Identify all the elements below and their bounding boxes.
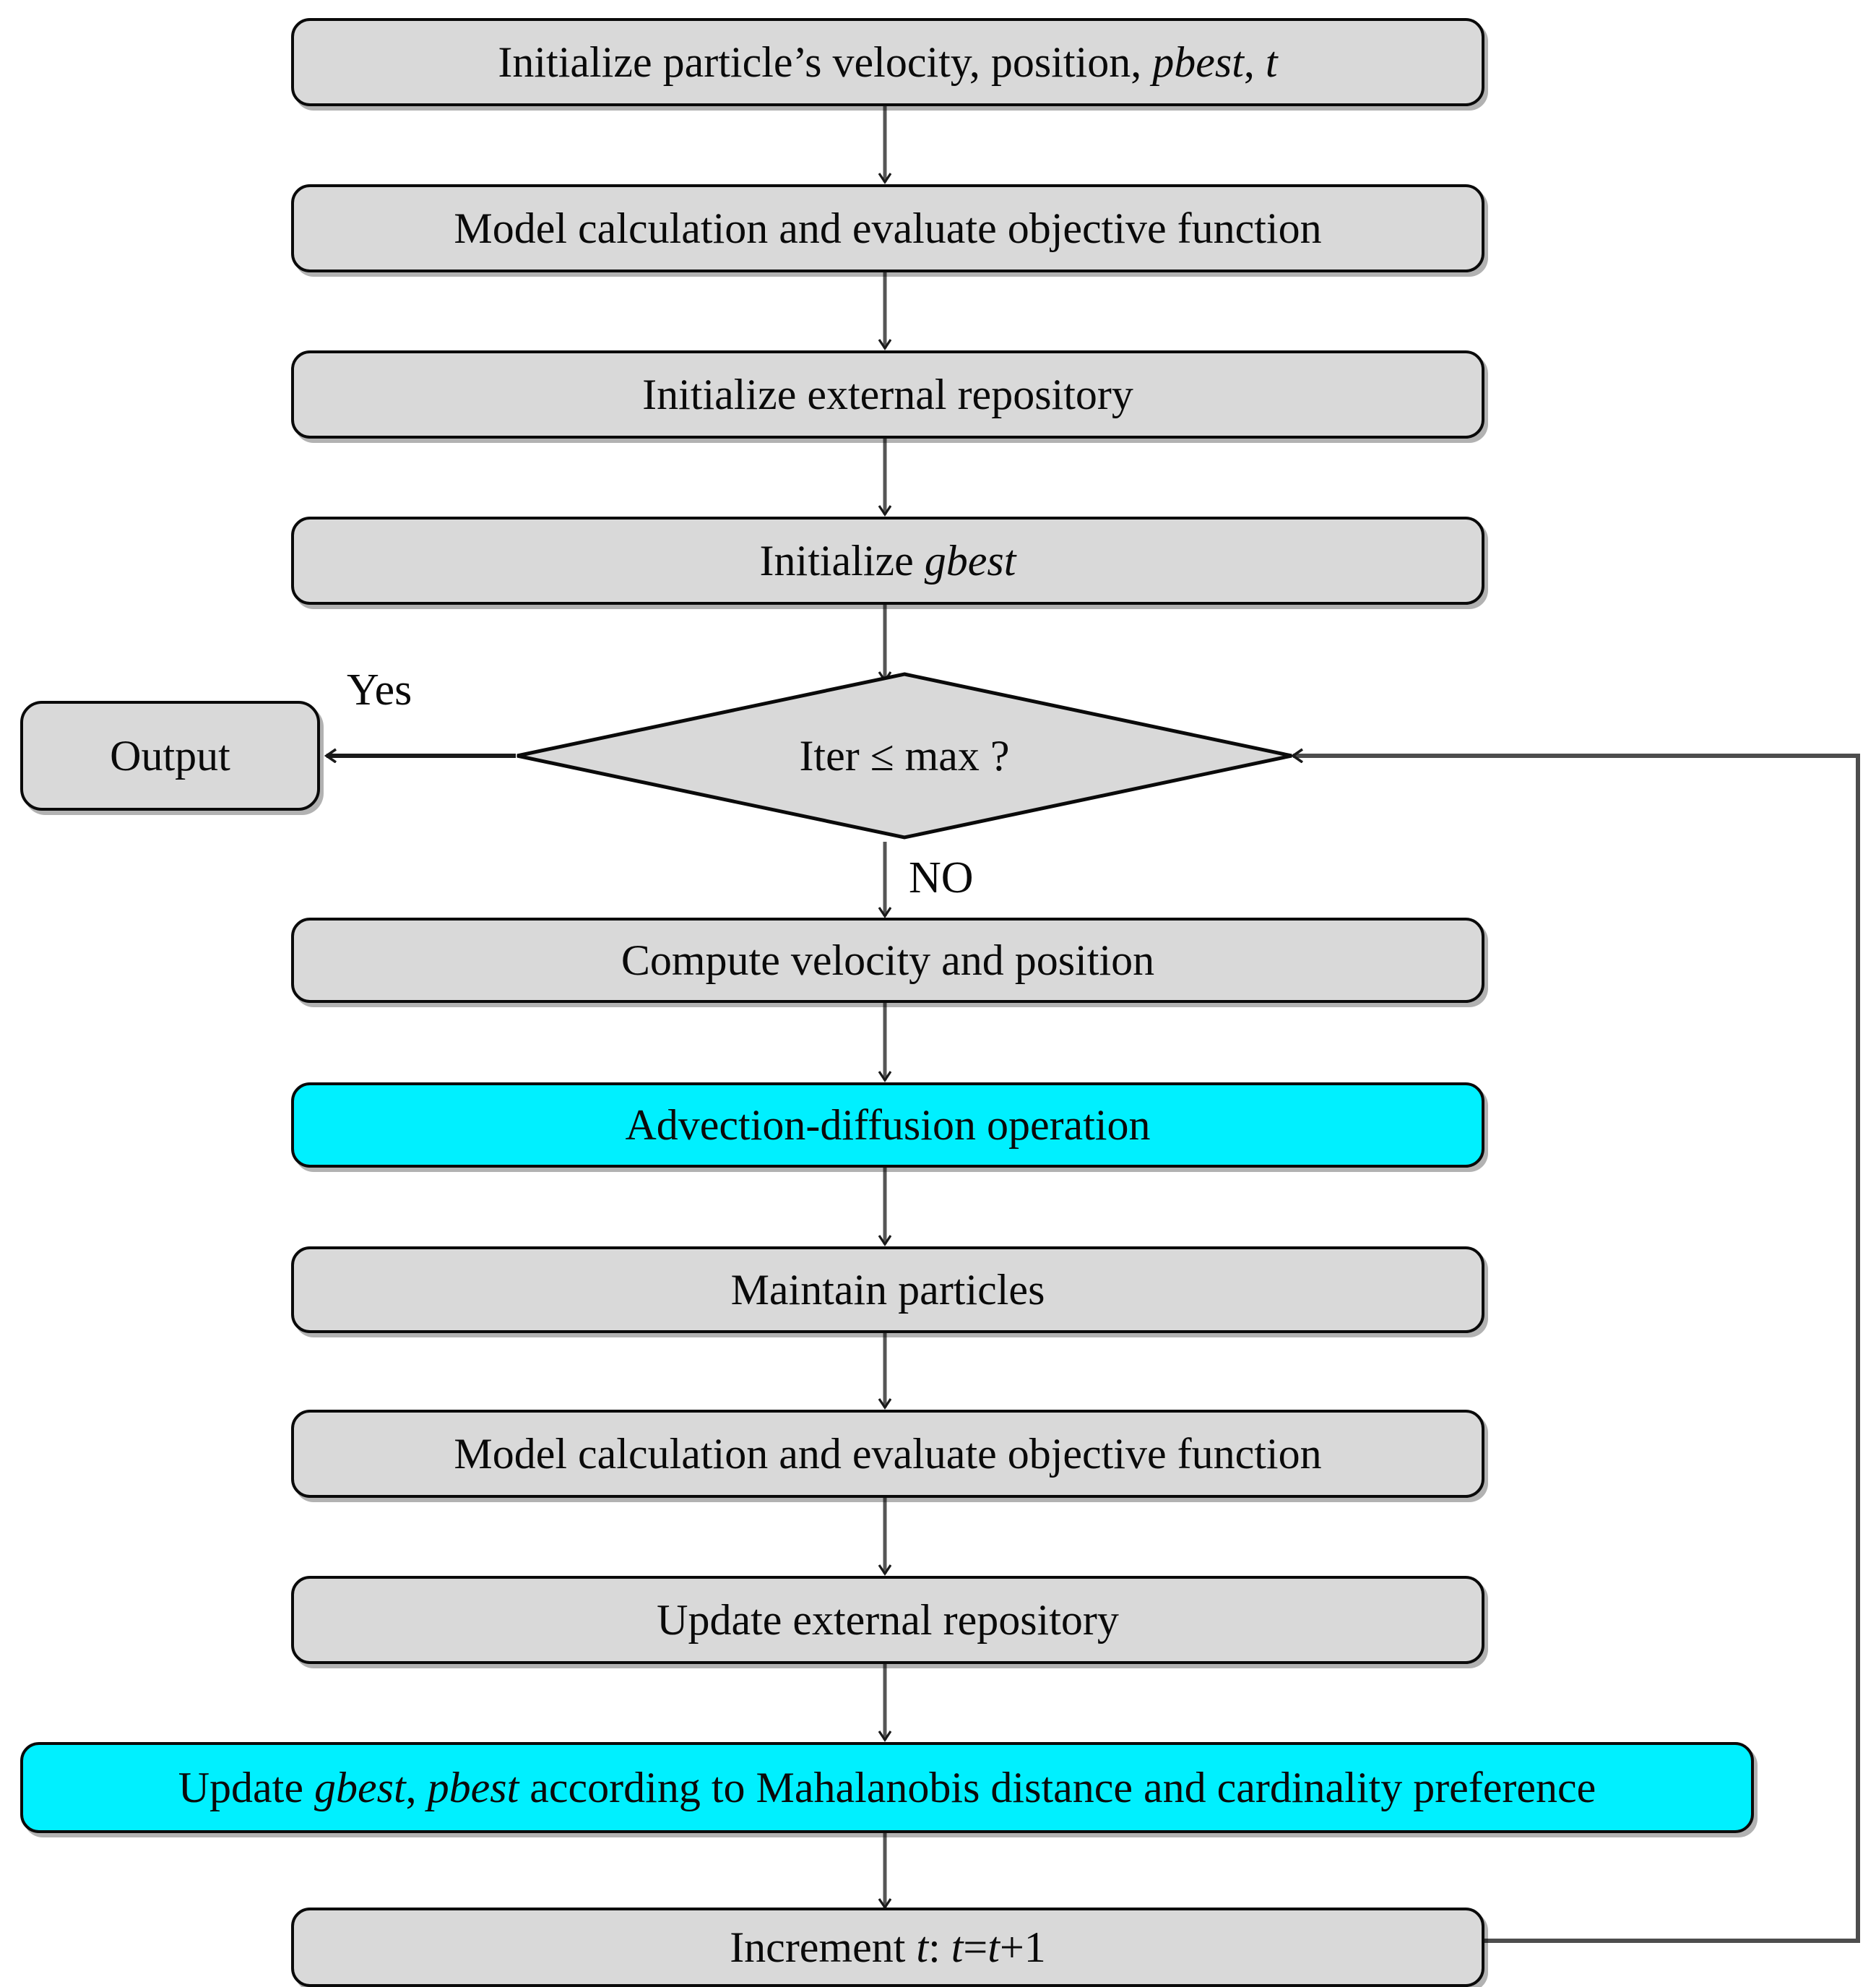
node-label: Update gbest, pbest according to Mahalan… xyxy=(178,1763,1596,1811)
node-update-gbest-pbest[interactable]: Update gbest, pbest according to Mahalan… xyxy=(20,1742,1754,1833)
node-label: Initialize external repository xyxy=(642,370,1133,418)
node-output[interactable]: Output xyxy=(20,701,320,811)
node-model-calculation-1[interactable]: Model calculation and evaluate objective… xyxy=(291,184,1484,272)
node-initialize-gbest[interactable]: Initialize gbest xyxy=(291,517,1484,605)
node-increment-t[interactable]: Increment t: t=t+1 xyxy=(291,1908,1484,1987)
node-label: Maintain particles xyxy=(730,1265,1045,1314)
node-initialize-particle[interactable]: Initialize particle’s velocity, position… xyxy=(291,18,1484,106)
edge-label-no: NO xyxy=(909,853,974,902)
node-label: Model calculation and evaluate objective… xyxy=(454,204,1322,252)
node-initialize-external-repository[interactable]: Initialize external repository xyxy=(291,350,1484,439)
node-label: Compute velocity and position xyxy=(621,936,1155,984)
edge-label-yes: Yes xyxy=(347,665,412,715)
node-advection-diffusion-operation[interactable]: Advection-diffusion operation xyxy=(291,1082,1484,1168)
node-label: Initialize gbest xyxy=(759,536,1016,585)
node-label: Initialize particle’s velocity, position… xyxy=(498,38,1278,86)
node-model-calculation-2[interactable]: Model calculation and evaluate objective… xyxy=(291,1410,1484,1498)
node-decision-iter-max[interactable]: Iter ≤ max ? xyxy=(515,672,1294,840)
node-maintain-particles[interactable]: Maintain particles xyxy=(291,1246,1484,1333)
node-label: Advection-diffusion operation xyxy=(625,1100,1151,1149)
node-label: Output xyxy=(110,731,230,780)
node-label: Increment t: t=t+1 xyxy=(730,1923,1046,1971)
decision-label: Iter ≤ max ? xyxy=(799,732,1010,780)
node-label: Update external repository xyxy=(657,1595,1119,1644)
node-compute-velocity-position[interactable]: Compute velocity and position xyxy=(291,918,1484,1003)
node-label: Model calculation and evaluate objective… xyxy=(454,1429,1322,1478)
node-update-external-repository[interactable]: Update external repository xyxy=(291,1576,1484,1664)
